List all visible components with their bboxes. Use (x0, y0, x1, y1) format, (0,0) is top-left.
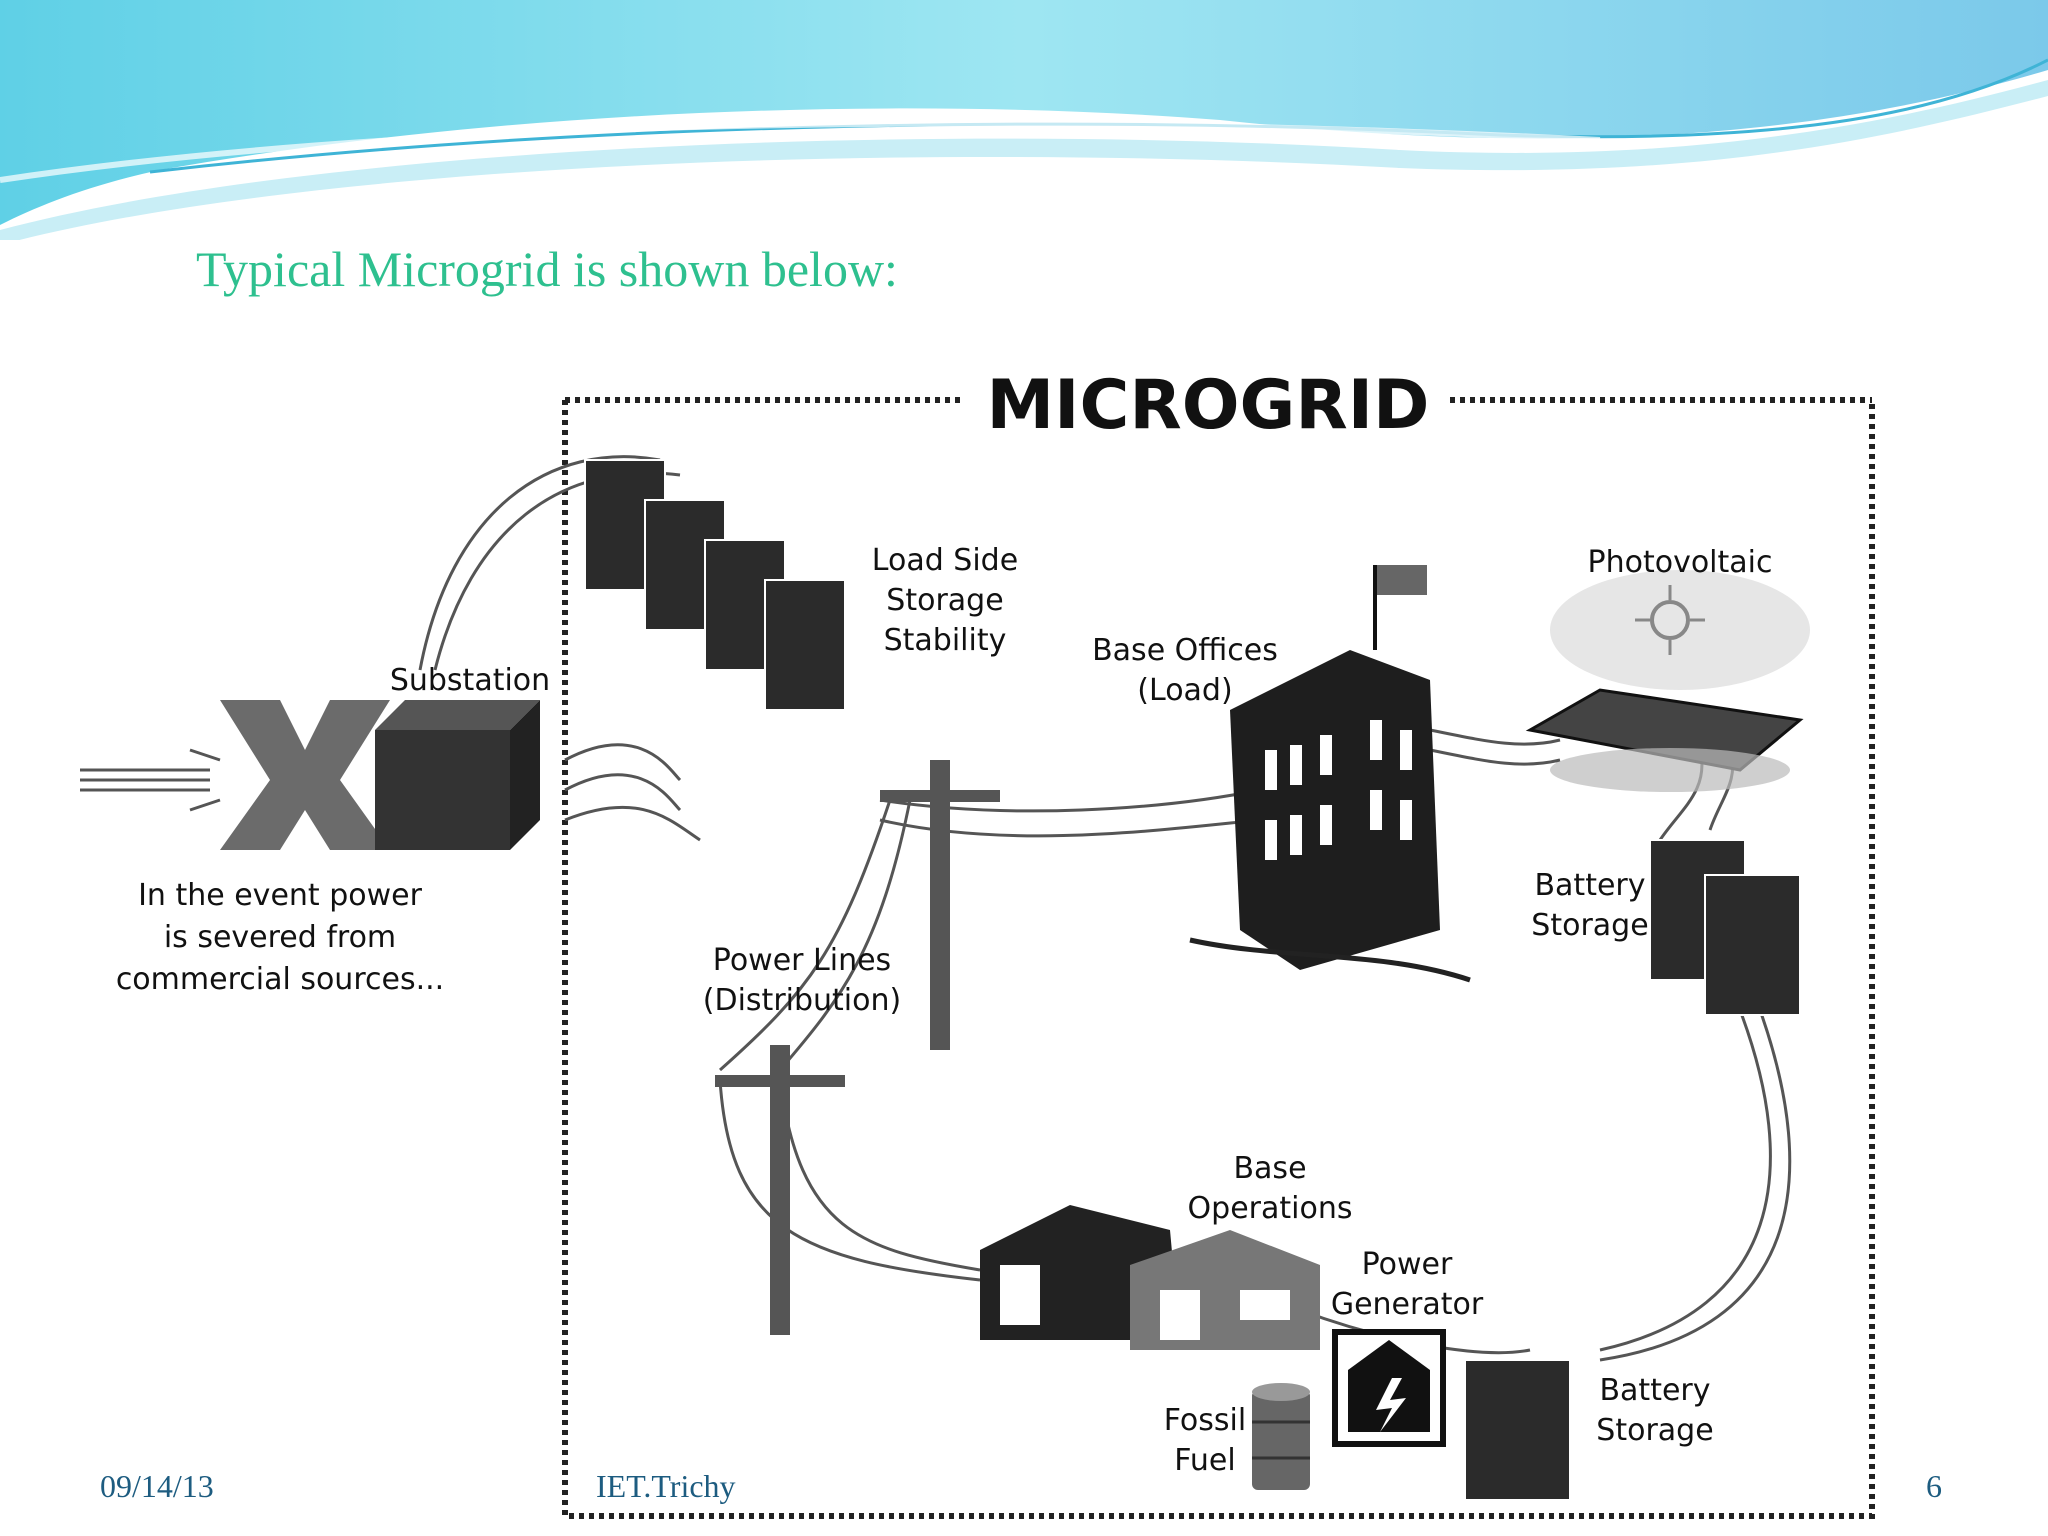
label-battery-bottom-2: Storage (1596, 1413, 1713, 1448)
label-event-2: is severed from (164, 920, 396, 955)
label-load-side-3: Stability (884, 623, 1007, 658)
label-generator-2: Generator (1331, 1287, 1484, 1322)
label-battery-right-2: Storage (1531, 908, 1648, 943)
base-operations-icon (980, 1205, 1320, 1350)
label-battery-right-1: Battery (1534, 868, 1645, 903)
label-battery-bottom-1: Battery (1599, 1373, 1710, 1408)
label-fossil-1: Fossil (1164, 1403, 1246, 1438)
label-fossil-2: Fuel (1174, 1443, 1235, 1478)
footer-page-number: 6 (1926, 1468, 1942, 1504)
power-generator-icon (1332, 1329, 1446, 1447)
battery-bottom-icon (1464, 1359, 1571, 1501)
header-wave (0, 0, 2048, 240)
label-event-3: commercial sources... (116, 962, 444, 997)
slide-title: Typical Microgrid is shown below: (196, 241, 898, 297)
label-power-lines-2: (Distribution) (703, 983, 901, 1018)
label-photovoltaic: Photovoltaic (1588, 545, 1773, 580)
load-side-battery-icon (584, 459, 846, 711)
label-load-side-2: Storage (886, 583, 1003, 618)
label-base-offices-1: Base Offices (1092, 633, 1278, 668)
microgrid-diagram: MICROGRID (80, 366, 1875, 1519)
label-power-lines-1: Power Lines (713, 943, 891, 978)
substation-icon (375, 700, 540, 850)
footer-center: IET.Trichy (596, 1468, 736, 1504)
label-base-ops-2: Operations (1188, 1191, 1353, 1226)
fossil-fuel-barrel-icon (1252, 1383, 1310, 1490)
office-building-icon (1189, 565, 1471, 983)
label-substation: Substation (390, 663, 550, 698)
photovoltaic-icon (1525, 570, 1810, 792)
microgrid-boundary (562, 400, 1875, 1519)
label-generator-1: Power (1362, 1247, 1453, 1282)
battery-right-icon (1649, 839, 1801, 1016)
diagram-heading: MICROGRID (987, 366, 1430, 445)
power-pole-icon (715, 760, 1000, 1335)
label-load-side-1: Load Side (872, 543, 1018, 578)
footer-date: 09/14/13 (100, 1468, 214, 1504)
label-base-offices-2: (Load) (1137, 673, 1232, 708)
label-base-ops-1: Base (1233, 1151, 1306, 1186)
label-event-1: In the event power (138, 878, 423, 913)
